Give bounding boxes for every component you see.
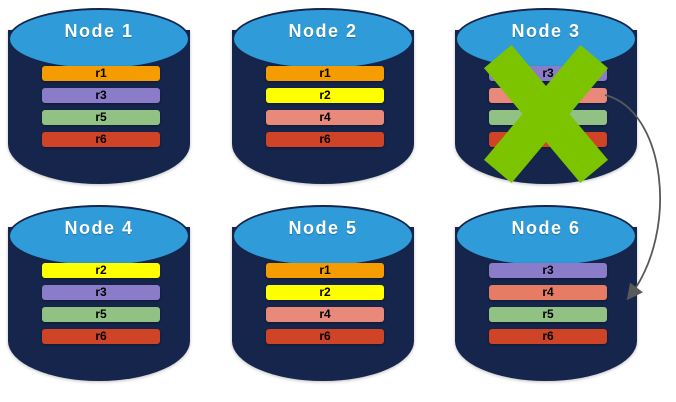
node-cylinder-5[interactable]: Node 5 r1 r2 r4 r6 xyxy=(232,205,414,381)
replica-bar[interactable]: r5 xyxy=(489,110,607,125)
node-cylinder-4[interactable]: Node 4 r2 r3 r5 r6 xyxy=(8,205,190,381)
replica-bar[interactable]: r4 xyxy=(266,110,384,125)
cylinder-top-ellipse xyxy=(232,205,414,267)
replica-list: r1 r3 r5 r6 xyxy=(42,66,160,154)
replica-list: r3 r4 r5 r6 xyxy=(489,263,607,351)
replica-bar[interactable]: r4 xyxy=(489,88,607,103)
node-cylinder-2[interactable]: Node 2 r1 r2 r4 r6 xyxy=(232,8,414,184)
node-title: Node 4 xyxy=(64,218,134,238)
replica-bar[interactable]: r1 xyxy=(266,66,384,81)
replica-bar[interactable]: r1 xyxy=(42,66,160,81)
replica-bar[interactable]: r5 xyxy=(42,307,160,322)
replica-list: r1 r2 r4 r6 xyxy=(266,66,384,154)
cylinder-top-ellipse xyxy=(232,8,414,70)
replica-bar[interactable]: r3 xyxy=(489,263,607,278)
replica-list: r2 r3 r5 r6 xyxy=(42,263,160,351)
replica-bar[interactable]: r3 xyxy=(42,285,160,300)
replica-bar[interactable]: r6 xyxy=(489,132,607,147)
node-cylinder-6[interactable]: Node 6 r3 r4 r5 r6 xyxy=(455,205,637,381)
node-title: Node 2 xyxy=(288,21,358,41)
replica-list: r1 r2 r4 r6 xyxy=(266,263,384,351)
replica-bar[interactable]: r6 xyxy=(42,132,160,147)
replica-bar[interactable]: r5 xyxy=(489,307,607,322)
replica-bar[interactable]: r6 xyxy=(489,329,607,344)
replica-bar[interactable]: r6 xyxy=(266,132,384,147)
node-title: Node 5 xyxy=(288,218,358,238)
node-title: Node 6 xyxy=(511,218,581,238)
node-cylinder-1[interactable]: Node 1 r1 r3 r5 r6 xyxy=(8,8,190,184)
node-title: Node 1 xyxy=(64,21,134,41)
cylinder-top-ellipse xyxy=(8,8,190,70)
replica-bar[interactable]: r1 xyxy=(266,263,384,278)
replica-bar[interactable]: r3 xyxy=(489,66,607,81)
replica-bar[interactable]: r6 xyxy=(42,329,160,344)
replica-bar[interactable]: r5 xyxy=(42,110,160,125)
node-cylinder-3[interactable]: Node 3 r3 r4 r5 r6 xyxy=(455,8,637,184)
replica-bar[interactable]: r6 xyxy=(266,329,384,344)
replica-bar[interactable]: r4 xyxy=(489,285,607,300)
replica-bar[interactable]: r4 xyxy=(266,307,384,322)
replica-bar[interactable]: r3 xyxy=(42,88,160,103)
replica-bar[interactable]: r2 xyxy=(266,285,384,300)
replica-bar[interactable]: r2 xyxy=(42,263,160,278)
replica-bar[interactable]: r2 xyxy=(266,88,384,103)
node-title: Node 3 xyxy=(511,21,581,41)
replica-list: r3 r4 r5 r6 xyxy=(489,66,607,154)
